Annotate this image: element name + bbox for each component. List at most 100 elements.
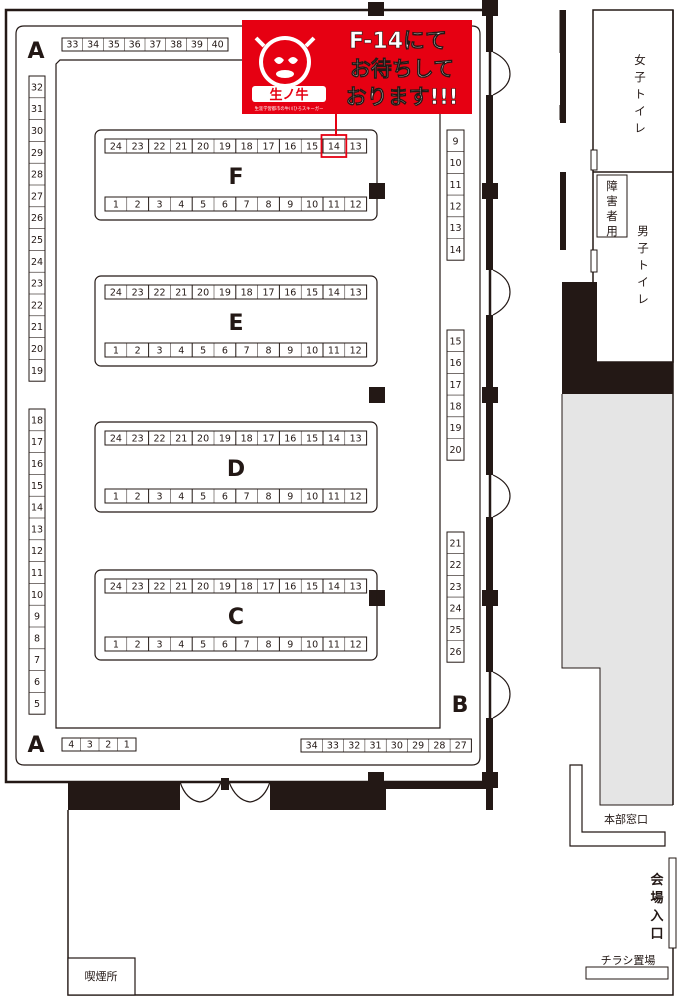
booth-number: 12 [350,346,362,357]
island-outline [94,421,378,513]
banner-line-2: お待ちして [350,57,454,81]
booth-number: 21 [175,582,187,593]
booth-number: 21 [449,538,461,549]
booth-number: 5 [200,492,206,503]
booth-number: 5 [34,699,40,710]
cow-logo-icon [254,36,316,88]
booth-number: 14 [31,503,43,514]
booth-number: 21 [175,142,187,153]
booth-number: 24 [110,434,122,445]
booth-number: 17 [262,582,274,593]
booth-number: 18 [241,288,253,299]
island-letter: F [228,165,243,190]
booth-number: 23 [132,288,144,299]
block-letter-a-bottom: A [27,733,44,758]
booth-number: 10 [306,640,318,651]
booth-number: 17 [262,142,274,153]
booth-number: 4 [178,492,184,503]
booth-number: 8 [34,633,40,644]
booth-number: 20 [449,445,461,456]
booth-number: 13 [350,434,362,445]
smoking-area-label: 喫煙所 [85,970,118,983]
booth-number: 12 [350,200,362,211]
booth-number: 14 [328,142,340,153]
booth-number: 33 [327,741,339,752]
booth-number: 13 [350,142,362,153]
booth-number: 31 [370,741,382,752]
booth-number: 10 [31,590,43,601]
booth-number: 1 [113,640,119,651]
booth-number: 20 [31,344,43,355]
block-letter-a-top: A [27,39,44,64]
island-c: C [94,569,378,661]
booth-number: 19 [449,423,461,434]
promo-banner: 生ノ牛 生涯学習都市の牛川ひろスキーガー F-14にて お待ちして おります!!… [242,20,472,136]
booth-number: 3 [156,492,162,503]
booth-number: 37 [149,40,161,51]
booth-number: 11 [328,640,340,651]
booth-number: 24 [110,142,122,153]
booth-number: 7 [244,346,250,357]
booth-number: 1 [124,740,130,751]
island-outline [94,275,378,367]
booth-number: 15 [306,142,318,153]
booth-number: 26 [449,647,461,658]
booth-number: 33 [66,40,78,51]
booth-number: 24 [449,603,461,614]
bottom-doors [179,781,271,803]
highlight-booth-marker [320,134,348,158]
booth-number: 13 [350,582,362,593]
booth-number: 22 [153,582,165,593]
booth-number: 4 [68,740,74,751]
booth-number: 7 [244,640,250,651]
booth-number: 13 [31,524,43,535]
booth-number: 30 [31,126,43,137]
booth-number: 14 [328,582,340,593]
booth-number: 9 [287,200,293,211]
booth-number: 11 [31,568,43,579]
booth-number: 18 [449,401,461,412]
booth-number: 18 [31,415,43,426]
booth-number: 13 [449,223,461,234]
island-letter: E [228,311,243,336]
headquarters-label: 本部窓口 [604,812,648,826]
booth-number: 31 [31,104,43,115]
booth-number: 20 [197,434,209,445]
right-wall-doors [492,51,511,719]
booth-number: 16 [284,288,296,299]
island-d: D [94,421,378,513]
booth-number: 10 [306,200,318,211]
booth-number: 22 [153,434,165,445]
mens-toilet-label: 男子トイレ [637,224,649,306]
booth-number: 4 [178,640,184,651]
booth-number: 23 [132,142,144,153]
accessible-toilet-label: 障害者用 [606,179,618,238]
booth-number: 14 [328,288,340,299]
booth-number: 21 [175,434,187,445]
booth-number: 1 [113,200,119,211]
booth-number: 6 [222,492,228,503]
booth-number: 4 [178,200,184,211]
booth-number: 6 [222,640,228,651]
booth-number: 30 [391,741,403,752]
booth-number: 11 [328,346,340,357]
booth-number: 39 [191,40,203,51]
booth-number: 18 [241,582,253,593]
booth-number: 7 [244,200,250,211]
booth-number: 9 [452,136,458,147]
booth-number: 19 [219,142,231,153]
flyer-area-label: チラシ置場 [601,954,656,967]
logo-subtitle: 生涯学習都市の牛川ひろスキーガー [255,105,324,112]
booth-number: 29 [412,741,424,752]
booth-number: 3 [156,346,162,357]
booth-number: 17 [262,288,274,299]
booth-number: 22 [153,288,165,299]
booth-number: 9 [34,612,40,623]
